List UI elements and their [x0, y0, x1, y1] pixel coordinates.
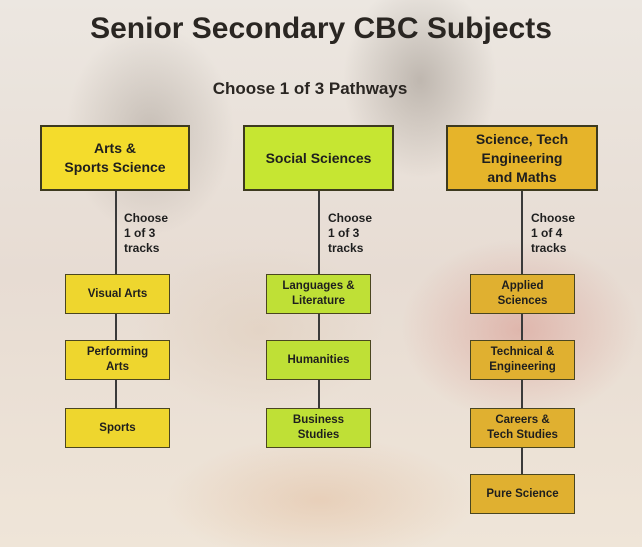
pathway-label: Arts & Sports Science: [64, 140, 166, 175]
track-performing-arts: Performing Arts: [65, 340, 170, 380]
page-title: Senior Secondary CBC Subjects: [90, 12, 552, 45]
pathways-instruction: Choose 1 of 3 Pathways: [212, 79, 408, 98]
connector-social: [318, 190, 320, 448]
track-careers-tech-studies: Careers & Tech Studies: [470, 408, 575, 448]
track-languages-literature: Languages & Literature: [266, 274, 371, 314]
connector-arts: [115, 190, 117, 448]
pathway-science-tech-engineering-maths: Science, Tech Engineering and Maths: [446, 125, 598, 191]
track-pure-science: Pure Science: [470, 474, 575, 514]
pathway-arts-sports-science: Arts & Sports Science: [40, 125, 190, 191]
track-humanities: Humanities: [266, 340, 371, 380]
pathway-label: Social Sciences: [265, 149, 372, 166]
track-choice-note-arts: Choose 1 of 3 tracks: [124, 211, 169, 255]
track-sports: Sports: [65, 408, 170, 448]
track-applied-sciences: Applied Sciences: [470, 274, 575, 314]
track-choice-note-stem: Choose 1 of 4 tracks: [531, 211, 576, 255]
track-visual-arts: Visual Arts: [65, 274, 170, 314]
pathway-social-sciences: Social Sciences: [243, 125, 394, 191]
track-choice-note-social: Choose 1 of 3 tracks: [328, 211, 373, 255]
track-technical-engineering: Technical & Engineering: [470, 340, 575, 380]
track-business-studies: Business Studies: [266, 408, 371, 448]
pathway-label: Science, Tech Engineering and Maths: [475, 130, 569, 185]
